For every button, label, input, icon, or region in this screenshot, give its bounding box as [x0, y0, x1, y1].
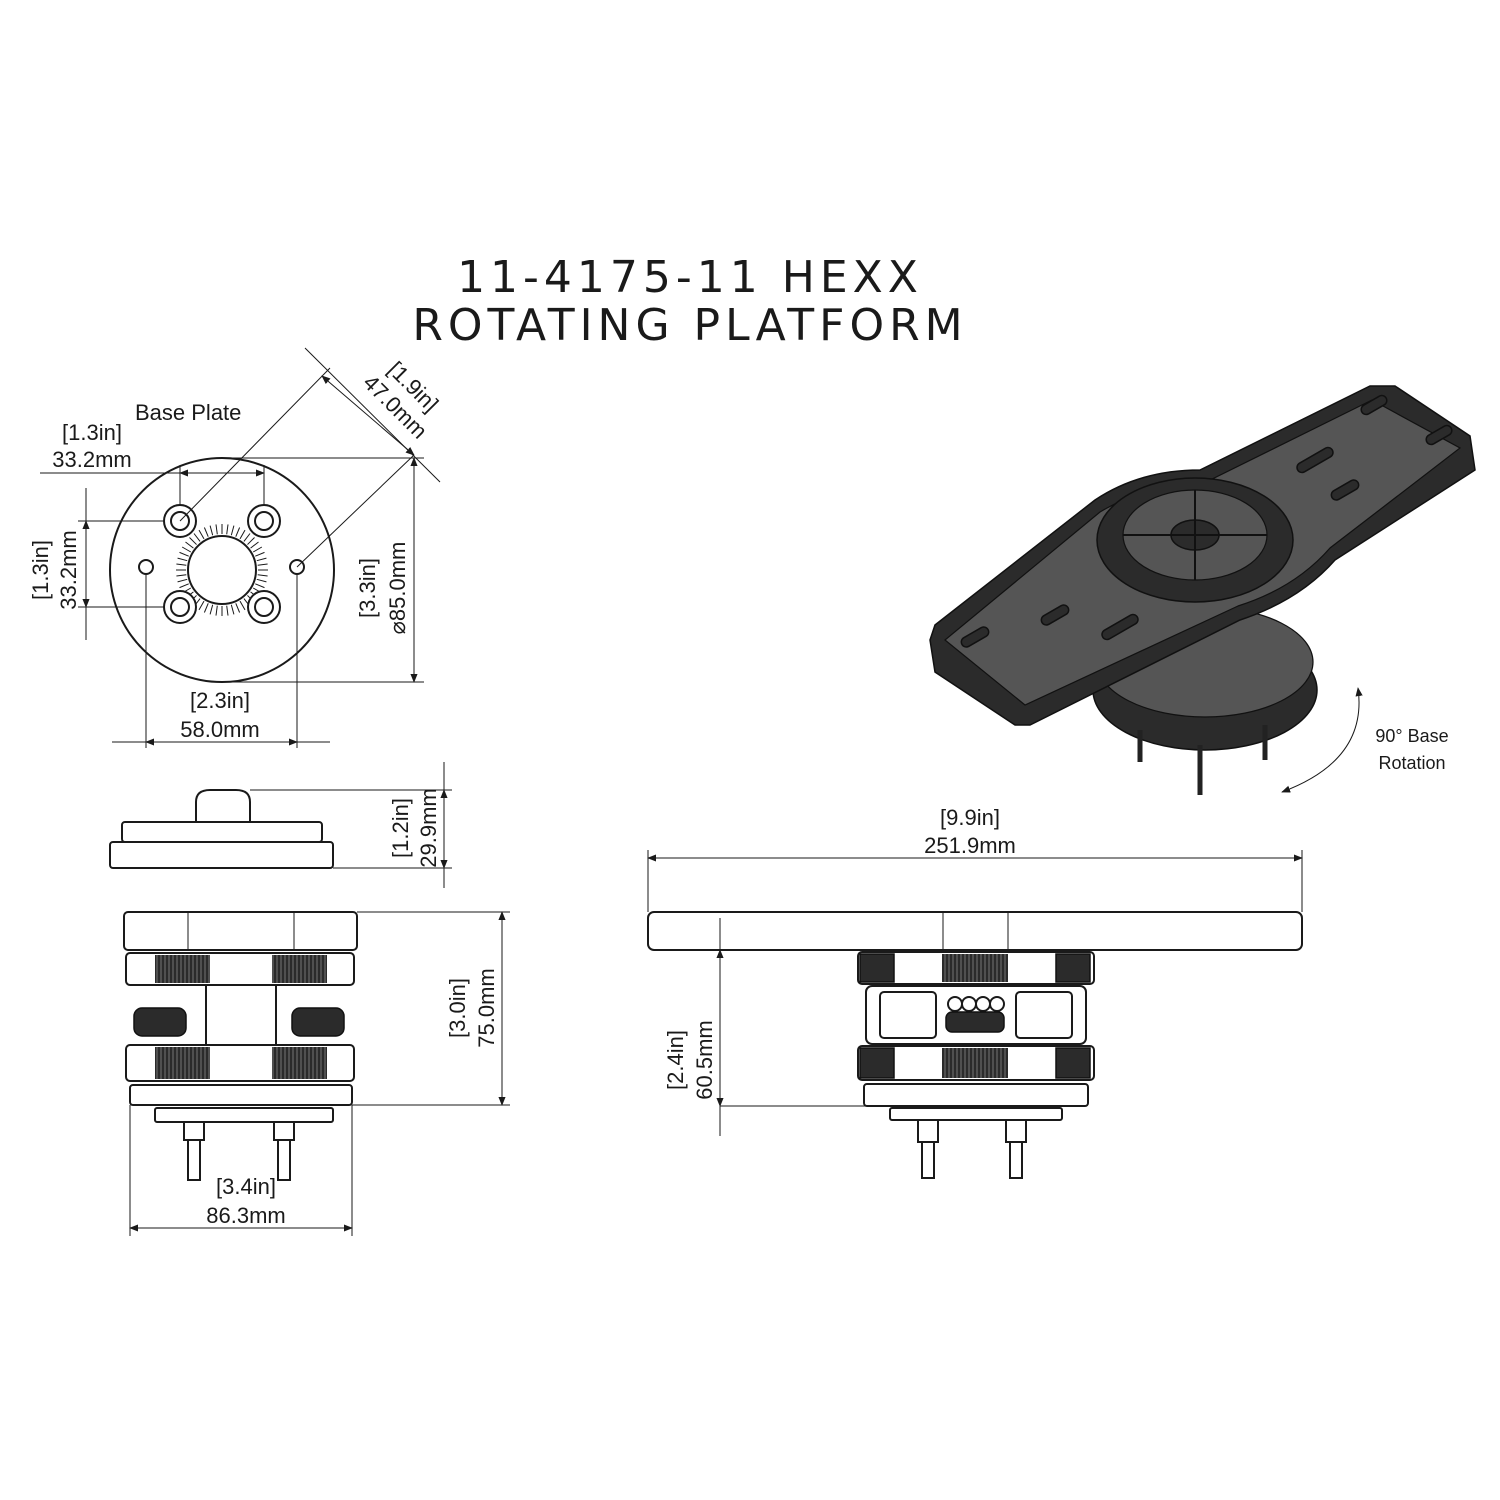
hub-serration	[198, 600, 205, 611]
dim-front-width: [3.4in] 86.3mm	[129, 1105, 353, 1236]
svg-text:75.0mm: 75.0mm	[474, 968, 499, 1047]
hub-serration	[230, 525, 235, 536]
hub-serration	[239, 600, 246, 611]
base-side-view: [1.2in] 29.9mm	[109, 762, 452, 888]
hub-serration	[257, 574, 268, 577]
hub-serration	[185, 541, 194, 549]
title-line-2: ROTATING PLATFORM	[412, 300, 967, 351]
mounting-hole	[170, 597, 190, 617]
title-line-1: 11-4175-11 HEXX	[457, 252, 923, 303]
rotation-note-line-2: Rotation	[1378, 753, 1445, 773]
hub-serration	[255, 551, 265, 557]
hub-serration	[179, 551, 189, 557]
hub-serration	[247, 537, 255, 545]
dim-side-height: [2.4in] 60.5mm	[663, 918, 890, 1136]
hub-serration	[189, 537, 197, 545]
hub-serration	[255, 583, 265, 589]
svg-text:⌀85.0mm: ⌀85.0mm	[385, 542, 410, 635]
svg-text:[3.3in]: [3.3in]	[355, 558, 380, 618]
front-view: [3.0in] 75.0mm [3.4in] 86.3mm	[123, 911, 510, 1236]
hub-serration	[250, 541, 259, 549]
hub-serration	[215, 605, 218, 616]
rotation-arrow-icon	[1281, 687, 1363, 793]
title-block: 11-4175-11 HEXX ROTATING PLATFORM	[412, 252, 967, 351]
hub-serration	[179, 583, 189, 589]
base-plate-top-view: Base Plate [1.3in] 33.2mm	[28, 347, 443, 748]
hub-serration	[256, 557, 267, 562]
hub-serration	[193, 533, 201, 542]
hub-serration	[203, 527, 209, 537]
svg-text:58.0mm: 58.0mm	[180, 717, 259, 742]
rotation-note-line-1: 90° Base	[1375, 726, 1448, 746]
dim-outer-holes: [2.3in] 58.0mm	[112, 575, 330, 748]
hub-serration	[209, 525, 214, 536]
svg-text:[9.9in]: [9.9in]	[940, 805, 1000, 830]
hub-serration	[252, 546, 263, 553]
svg-text:[1.3in]: [1.3in]	[28, 540, 53, 600]
mounting-hole	[254, 597, 274, 617]
svg-text:[2.4in]: [2.4in]	[663, 1030, 688, 1090]
hub-serration	[176, 563, 187, 566]
hub-serration	[243, 533, 251, 542]
svg-text:33.2mm: 33.2mm	[56, 530, 81, 609]
svg-text:251.9mm: 251.9mm	[924, 833, 1016, 858]
svg-text:86.3mm: 86.3mm	[206, 1203, 285, 1228]
mounting-hole	[254, 511, 274, 531]
dim-front-height: [3.0in] 75.0mm	[352, 911, 510, 1106]
hub-serration	[177, 557, 188, 562]
hub-serration	[181, 546, 192, 553]
base-plate-hub	[187, 535, 257, 605]
svg-text:[1.2in]: [1.2in]	[388, 798, 413, 858]
hub-serration	[256, 578, 267, 583]
side-view: [9.9in] 251.9mm [2.4in] 60.5mm	[647, 805, 1303, 1179]
rotation-indicator: 90° Base Rotation	[1281, 687, 1449, 793]
hub-serration	[257, 563, 268, 566]
hub-serration	[203, 603, 209, 613]
svg-text:29.9mm: 29.9mm	[416, 788, 441, 867]
svg-text:[3.4in]: [3.4in]	[216, 1174, 276, 1199]
dim-hole-spacing-v: [1.3in] 33.2mm	[28, 488, 164, 640]
isometric-product-image	[929, 385, 1476, 795]
base-plate-label: Base Plate	[135, 400, 241, 425]
hub-serration	[176, 574, 187, 577]
outer-hole	[138, 559, 154, 575]
dim-diameter: [3.3in] ⌀85.0mm	[222, 457, 424, 683]
mounting-holes	[138, 504, 305, 624]
hub-serration	[235, 603, 241, 613]
svg-text:[3.0in]: [3.0in]	[445, 978, 470, 1038]
svg-text:[1.3in]: [1.3in]	[62, 420, 122, 445]
hub-serration	[198, 529, 205, 540]
svg-text:60.5mm: 60.5mm	[692, 1020, 717, 1099]
dim-hole-spacing-h: [1.3in] 33.2mm	[40, 420, 265, 505]
hub-serration	[239, 529, 246, 540]
hub-serration	[230, 604, 235, 615]
hub-serration	[226, 524, 229, 535]
hub-serration	[177, 578, 188, 583]
hub-serration	[235, 527, 241, 537]
hub-serration	[209, 604, 214, 615]
hub-serration	[226, 605, 229, 616]
dim-base-height: [1.2in] 29.9mm	[250, 762, 452, 888]
svg-text:[2.3in]: [2.3in]	[190, 688, 250, 713]
hub-serration	[215, 524, 218, 535]
dim-side-length: [9.9in] 251.9mm	[647, 805, 1303, 912]
svg-text:33.2mm: 33.2mm	[52, 447, 131, 472]
